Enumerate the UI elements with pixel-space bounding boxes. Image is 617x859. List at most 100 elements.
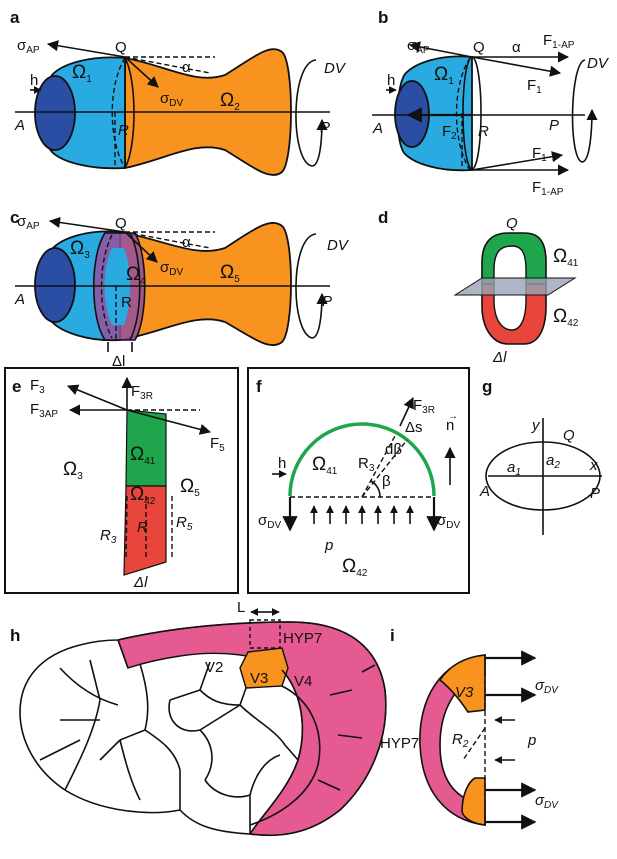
label-h: h [30,72,38,89]
label-dl: Δl [112,353,125,370]
label-q: Q [473,39,485,56]
f5-arrow [126,409,212,435]
omega-5-orange-body [119,222,292,347]
label-omega-3: Ω3 [63,459,83,482]
cell-boundaries [39,639,299,834]
label-omega-5: Ω5 [220,262,240,285]
label-sigma-ap: σAP [17,37,40,56]
label-f1ap-top: F1-AP [543,32,575,51]
label-a: A [14,291,25,308]
label-omega-42: Ω42 [130,484,156,507]
label-alpha: α [512,39,521,56]
dv-rotation-arrow [295,59,328,167]
rim-back-curve [455,57,471,171]
panel-letter-e: e [12,377,21,396]
panel-f-frame [247,367,470,594]
sigma-ap-arrow [408,41,473,58]
ring-front-rim [129,232,141,341]
panel-letter-b: b [378,8,388,27]
f3-arrow [66,384,128,411]
label-h: h [387,72,395,89]
label-dl: Δl [492,349,507,366]
panel-d: d Q Ω41 Ω42 Δl [378,208,579,366]
label-dv: DV [327,237,350,254]
label-omega-3: Ω3 [70,238,90,261]
panel-letter-c: c [10,208,19,227]
f3r-arrow [399,396,414,427]
dark-blue-end-disk [34,75,76,151]
sigma-dv-arrow [124,231,158,263]
label-q: Q [115,215,127,232]
label-x: x [589,457,598,474]
second-radius-dash [361,439,408,498]
panel-letter-f: f [256,377,262,396]
panel-i: i V3 σDV HYP7 R2 p σDV [380,626,559,830]
label-hyp7: HYP7 [283,630,322,647]
label-l: L [237,599,245,616]
label-r: R [118,122,129,139]
label-dv: DV [587,55,610,72]
panel-e-frame [4,367,239,594]
label-sigma-dv: σDV [160,90,183,109]
cut-plane [453,277,577,296]
label-q: Q [506,215,518,232]
label-sigma-dv-left: σDV [258,512,281,531]
panel-letter-h: h [10,626,20,645]
pink-band-ticks [317,664,376,791]
label-v3: V3 [455,684,474,701]
label-r5: R5 [176,514,193,533]
label-v3: V3 [250,670,268,687]
label-dv: DV [324,60,347,77]
label-hyp7: HYP7 [380,735,419,752]
label-a1: a1 [507,459,521,478]
panel-letter-i: i [390,626,395,645]
label-f3r: F3R [413,397,435,416]
label-omega-41: Ω41 [553,246,579,269]
omega-42-red-strip [123,485,167,576]
pressure-arrows [494,716,515,764]
label-q: Q [115,39,127,56]
ring-back-rim [100,234,113,339]
label-r: R [121,294,132,311]
label-a: A [372,120,383,137]
label-sigma-ap: σAP [17,213,40,232]
label-a2: a2 [546,452,560,471]
label-r2: R2 [452,731,469,750]
label-f3r: F3R [131,383,153,402]
sigma-dv-arrow [124,56,159,88]
r2-radius-dash [462,727,486,761]
label-r3: R3 [358,455,375,474]
label-r3: R3 [100,527,117,546]
label-omega-42: Ω42 [553,306,579,329]
f1-bottom-arrow [471,151,564,171]
label-p: P [590,485,600,502]
label-omega-41: Ω41 [312,454,338,477]
label-ds: Δs [405,419,423,436]
label-v4: V4 [294,673,312,690]
label-n: n [446,417,454,434]
panel-e: e F3 F3R F3AP F5 Ω41 Ω42 Ω3 Ω5 R3 R R5 Δ… [4,367,239,594]
orange-v3-top [438,654,486,713]
label-alpha: α [182,59,191,76]
label-omega-5: Ω5 [180,476,200,499]
label-sigma-ap: σAP [407,37,430,56]
label-f3: F3 [30,377,45,396]
label-p: P [320,119,330,136]
label-p: p [324,537,333,554]
label-omega-42: Ω42 [342,556,368,579]
label-f1ap-bottom: F1-AP [532,179,564,198]
label-a: A [14,117,25,134]
dv-rotation-arrow [571,59,598,163]
panel-g: g y Q a1 a2 x A P [479,377,602,535]
panel-letter-a: a [10,8,20,27]
inner-lobe-outline [249,685,321,826]
label-f5: F5 [210,435,225,454]
label-dl: Δl [133,574,148,591]
normal-vector-overbar: → [448,411,458,422]
sigma-dv-arrows [485,650,537,830]
tangent-dash [124,56,211,74]
label-omega-4: Ω4 [126,264,146,287]
panel-a: a σAP Q α Ω1 σDV Ω2 h A R P DV [10,8,347,176]
label-f1-top: F1 [527,77,542,96]
